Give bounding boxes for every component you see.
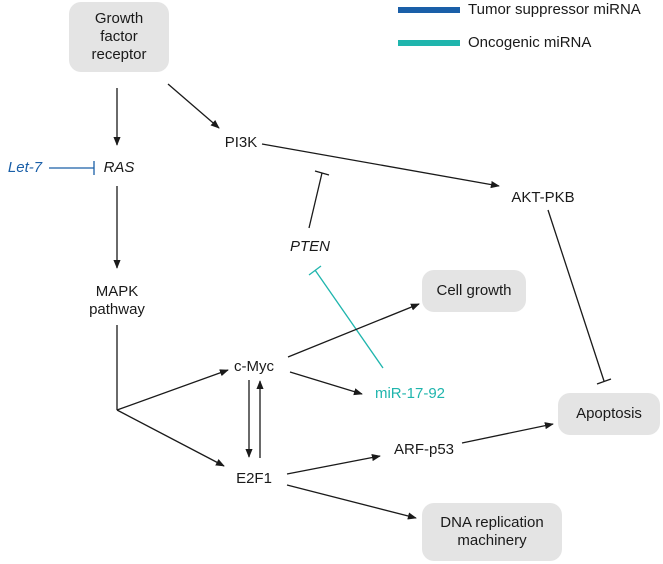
- legend-label-tumor-suppressor: Tumor suppressor miRNA: [468, 1, 641, 18]
- inhibit-bar-pten: [308, 265, 322, 276]
- node-c-myc: c-Myc: [234, 358, 274, 375]
- edge-mir17-inhibits-pten: [314, 269, 384, 369]
- edge-e2f1-to-arfp53: [286, 454, 381, 475]
- edge-pi3k-to-akt: [261, 143, 500, 189]
- node-akt-pkb: AKT-PKB: [511, 189, 575, 206]
- inhibit-bar-apoptosis: [596, 378, 612, 385]
- node-cell-growth: Cell growth: [422, 270, 526, 312]
- edge-e2f1-to-dnareplication: [286, 484, 417, 520]
- inhibit-bar-pi3k: [314, 170, 330, 176]
- node-pten: PTEN: [289, 238, 330, 255]
- edge-arfp53-to-apoptosis: [461, 422, 554, 444]
- edge-pten-inhibits-pi3k: [308, 172, 323, 229]
- legend-label-oncogenic: Oncogenic miRNA: [468, 34, 592, 51]
- edge-mapk-to-cmyc: [116, 369, 229, 411]
- node-mir-17-92: miR-17-92: [374, 385, 446, 402]
- node-dna-replication-machinery: DNA replication machinery: [422, 503, 562, 561]
- node-apoptosis: Apoptosis: [558, 393, 660, 435]
- node-arf-p53: ARF-p53: [393, 441, 455, 458]
- node-mapk-pathway: MAPK pathway: [89, 283, 145, 318]
- node-ras: RAS: [103, 159, 135, 176]
- node-let7: Let-7: [7, 159, 43, 176]
- legend-swatch-tumor-suppressor: [398, 7, 460, 13]
- legend-swatch-oncogenic: [398, 40, 460, 46]
- edge-receptor-to-pi3k: [167, 83, 220, 129]
- node-e2f1: E2F1: [236, 470, 272, 487]
- node-pi3k: PI3K: [224, 134, 258, 151]
- edge-cmyc-to-cellgrowth: [287, 303, 420, 358]
- edge-akt-inhibits-apoptosis: [547, 209, 605, 382]
- edge-cmyc-to-mir17: [289, 371, 363, 396]
- edge-mapk-to-e2f1: [116, 409, 225, 467]
- node-growth-factor-receptor: Growth factor receptor: [69, 2, 169, 72]
